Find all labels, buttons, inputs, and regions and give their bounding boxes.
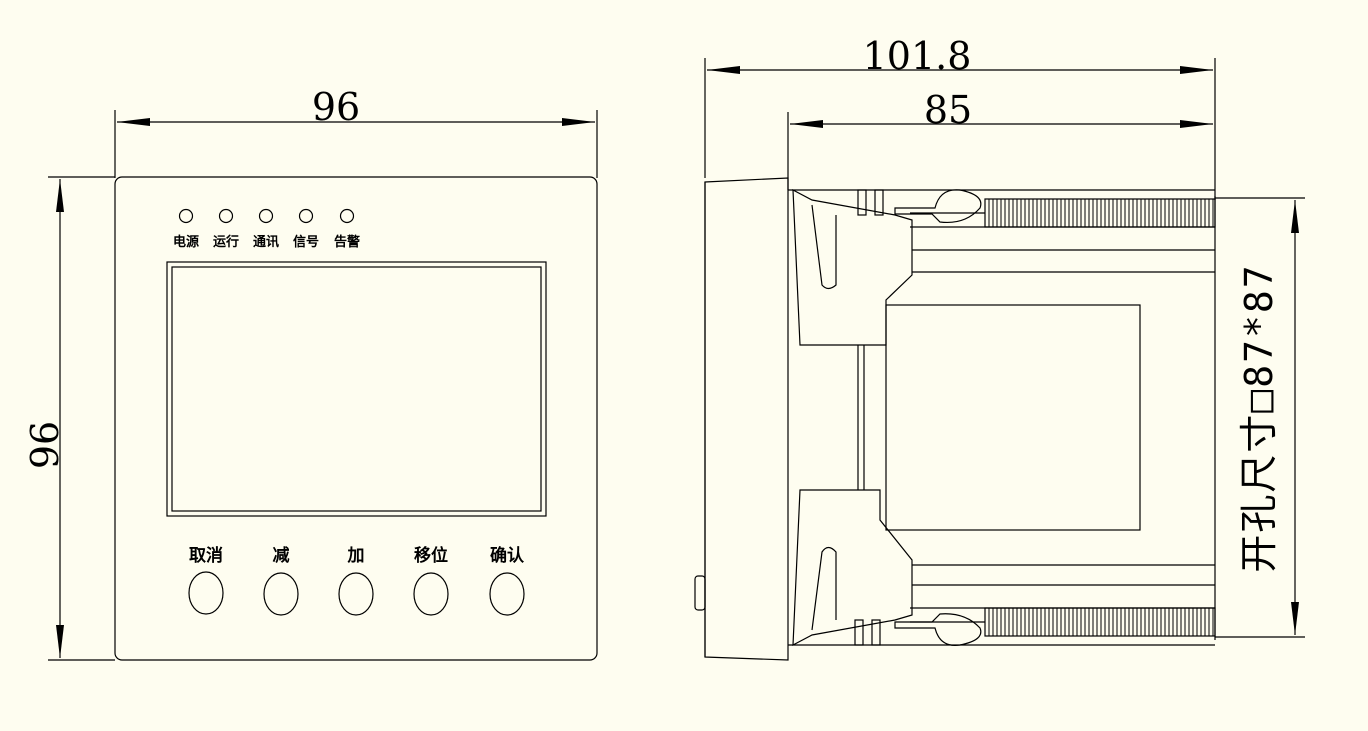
upper-mounting-clip bbox=[792, 188, 913, 346]
lower-clip-tab bbox=[854, 619, 864, 646]
rear-terminal-block bbox=[885, 304, 1141, 531]
upper-threaded-rod bbox=[984, 198, 1216, 228]
cutout-size-label: 开孔尺寸□87*87 bbox=[1237, 263, 1281, 572]
button-stub-side bbox=[694, 575, 706, 611]
indicator-label-power: 电源 bbox=[173, 234, 199, 250]
lower-clip-tab bbox=[871, 619, 881, 646]
front-width-dimension: 96 bbox=[312, 85, 360, 129]
cancel-button[interactable] bbox=[188, 571, 224, 615]
indicator-label-alarm: 告警 bbox=[334, 234, 360, 250]
button-label-cancel: 取消 bbox=[189, 545, 223, 566]
lower-clip-hook bbox=[894, 613, 982, 646]
overall-depth-dimension: 101.8 bbox=[863, 34, 972, 78]
button-label-shift: 移位 bbox=[414, 545, 448, 566]
decrease-button[interactable] bbox=[263, 572, 299, 616]
upper-clip-slot bbox=[811, 204, 837, 290]
upper-clip-tab bbox=[857, 189, 867, 216]
led-power-icon bbox=[178, 208, 194, 224]
front-height-dimension: 96 bbox=[23, 421, 67, 469]
indicator-label-signal: 信号 bbox=[293, 234, 319, 250]
button-label-increase: 加 bbox=[347, 546, 365, 566]
led-alarm-icon bbox=[339, 208, 355, 224]
body-depth-dimension: 85 bbox=[924, 88, 972, 132]
indicator-label-comm: 通讯 bbox=[253, 234, 279, 250]
lower-mounting-clip bbox=[792, 489, 913, 647]
increase-button[interactable] bbox=[338, 572, 374, 616]
upper-clip-hook bbox=[894, 189, 982, 224]
button-label-decrease: 减 bbox=[273, 545, 290, 566]
shift-button[interactable] bbox=[413, 572, 449, 616]
display-screen bbox=[171, 266, 542, 512]
button-label-confirm: 确认 bbox=[490, 545, 525, 566]
side-view bbox=[694, 58, 1305, 661]
indicator-label-run: 运行 bbox=[213, 234, 239, 250]
front-view bbox=[48, 110, 598, 661]
front-bezel-side bbox=[704, 177, 789, 661]
confirm-button[interactable] bbox=[489, 572, 525, 616]
led-signal-icon bbox=[298, 208, 314, 224]
lower-clip-slot bbox=[811, 546, 837, 631]
led-comm-icon bbox=[258, 208, 274, 224]
lower-threaded-rod bbox=[984, 607, 1216, 637]
upper-clip-tab bbox=[874, 189, 884, 216]
led-run-icon bbox=[218, 208, 234, 224]
front-panel-outline bbox=[114, 176, 598, 661]
display-outer-frame bbox=[166, 261, 547, 517]
